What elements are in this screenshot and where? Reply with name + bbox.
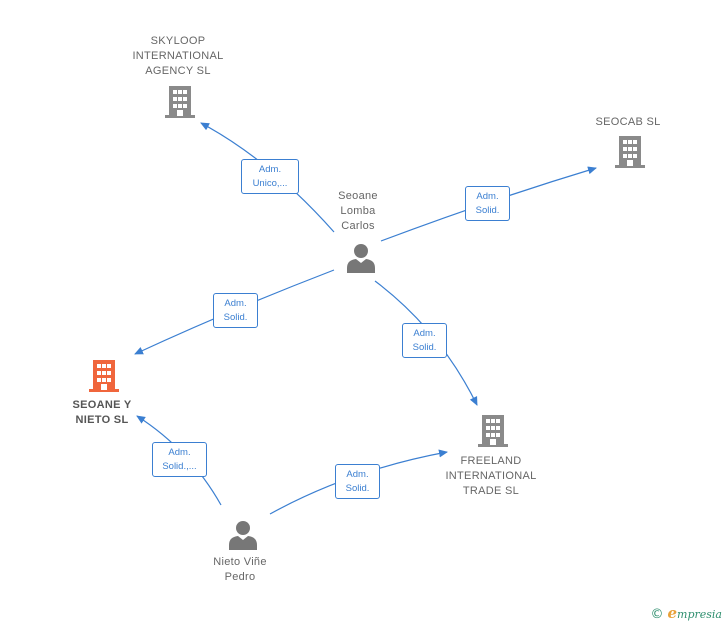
relation-label[interactable]: Adm. Solid. [335, 464, 380, 499]
building-icon[interactable] [89, 360, 119, 392]
person-icon[interactable] [228, 520, 258, 550]
relation-label[interactable]: Adm. Unico,... [241, 159, 299, 194]
relation-label[interactable]: Adm. Solid.,... [152, 442, 207, 477]
building-icon[interactable] [165, 86, 195, 118]
person-nieto-name[interactable]: Nieto Viñe Pedro [213, 556, 267, 583]
relation-label[interactable]: Adm. Solid. [465, 186, 510, 221]
person-seoane-name[interactable]: Seoane Lomba Carlos [338, 190, 378, 232]
relation-label[interactable]: Adm. Solid. [402, 323, 447, 358]
person-icon[interactable] [346, 243, 376, 273]
company-seoane-nieto-name[interactable]: SEOANE Y NIETO SL [72, 399, 132, 426]
copyright-icon: © [650, 607, 664, 622]
company-freeland-name[interactable]: FREELAND INTERNATIONAL TRADE SL [445, 455, 537, 497]
company-skyloop-name[interactable]: SKYLOOP INTERNATIONAL AGENCY SL [132, 35, 224, 77]
company-seocab-name[interactable]: SEOCAB SL [595, 116, 661, 128]
building-icon[interactable] [478, 415, 508, 447]
building-icon[interactable] [615, 136, 645, 168]
relation-label[interactable]: Adm. Solid. [213, 293, 258, 328]
empresia-logo[interactable]: ©empresia [650, 604, 722, 622]
